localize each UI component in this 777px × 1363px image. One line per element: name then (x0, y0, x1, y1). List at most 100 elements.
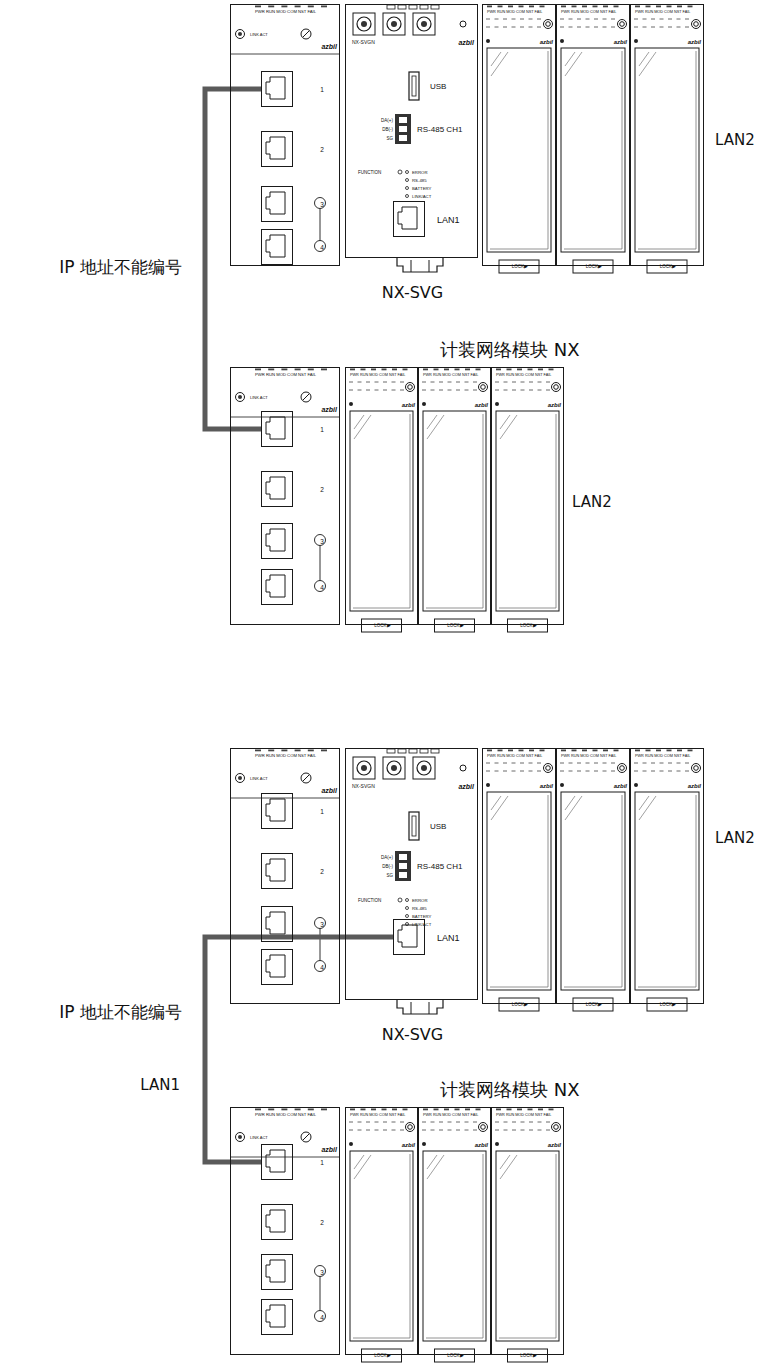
channel-mark (569, 27, 573, 28)
lock-tab (499, 260, 539, 273)
push-button (408, 1125, 413, 1130)
panel-text: LINK ACT (250, 1136, 268, 1140)
channel-mark (448, 1130, 452, 1131)
channel-mark (448, 382, 452, 383)
led-mark (392, 369, 397, 371)
panel-text: PWR RUN MOD COM NST FAIL (255, 1113, 316, 1117)
brand-logo: azbil (540, 39, 553, 45)
led-mark (487, 750, 492, 752)
cover-window (353, 414, 410, 608)
port-number: 3 (320, 539, 324, 546)
led-mark (517, 369, 522, 371)
port-ring (315, 1266, 326, 1277)
push-button (544, 20, 553, 29)
push-button (406, 1123, 415, 1132)
cover-window (564, 51, 622, 249)
channel-mark (495, 19, 499, 20)
channel-mark (546, 382, 550, 383)
led-mark (656, 6, 661, 8)
push-button (552, 383, 561, 392)
indicator (634, 39, 638, 43)
glare-line (500, 415, 517, 439)
cover-window (350, 1151, 413, 1341)
channel-mark (431, 382, 435, 383)
channel-mark (400, 1130, 404, 1131)
rotary-switch (303, 775, 309, 781)
channel-mark (577, 763, 581, 764)
indicator (560, 783, 564, 787)
channel-mark (594, 763, 598, 764)
channel-mark (456, 390, 460, 391)
lock-label: LOCK▶ (586, 1003, 602, 1008)
channel-mark (392, 1122, 396, 1123)
channel-mark (677, 27, 681, 28)
channel-mark (473, 382, 477, 383)
rotary-switch (361, 765, 367, 771)
glare-line (639, 796, 649, 810)
channel-mark (634, 19, 638, 20)
panel-text: LINK/ACT (412, 923, 431, 927)
usb-slot (412, 76, 416, 96)
network-module: PWR RUN MOD COM NST FAILLINK ACTazbil123… (230, 4, 340, 266)
glare-line (427, 1155, 444, 1179)
channel-mark (503, 771, 507, 772)
rotary-switch (303, 394, 309, 400)
channel-mark (439, 390, 443, 391)
channel-mark (634, 771, 638, 772)
cover-window (638, 795, 696, 987)
led-mark (677, 750, 682, 752)
glare-line (354, 415, 371, 439)
channel-mark (503, 27, 507, 28)
led-mark (572, 750, 577, 752)
channel-mark (529, 19, 533, 20)
rj45-jack (266, 192, 285, 214)
channel-mark (603, 763, 607, 764)
led-mark (268, 369, 274, 371)
brand-logo: azbil (614, 783, 627, 789)
led-mark (508, 750, 513, 752)
channel-mark (495, 763, 499, 764)
led-mark (382, 1109, 387, 1111)
lock-tab (435, 1349, 475, 1362)
channel-mark (495, 1130, 499, 1131)
panel-text: PWR RUN MOD COM NST FAIL (423, 1114, 478, 1118)
panel-text: DB(-) (382, 865, 393, 870)
rotary-switch (357, 761, 371, 775)
nx-svg-module: NX-SVGNazbilUSBDA(+)DB(-)SGRS-485 CH1FUN… (345, 748, 478, 1000)
led-mark (688, 6, 693, 8)
rotary-switch (387, 761, 401, 775)
rj45-port: 3 (261, 523, 293, 559)
led-mark (656, 750, 661, 752)
led-mark (382, 369, 387, 371)
rj45-jack (266, 477, 285, 499)
led-mark (321, 369, 327, 371)
channel-mark (586, 763, 590, 764)
terminal-screw (399, 872, 407, 878)
indicator (634, 783, 638, 787)
led-mark (255, 6, 261, 8)
channel-mark (383, 390, 387, 391)
led-mark (255, 750, 261, 752)
channel-mark (685, 771, 689, 772)
rj45-jack (266, 575, 285, 597)
indicator (460, 21, 466, 27)
status-led (406, 179, 409, 182)
led-mark (281, 750, 287, 752)
channel-mark (473, 390, 477, 391)
channel-mark (546, 1122, 550, 1123)
led-mark (549, 1109, 554, 1111)
led-mark (398, 5, 406, 9)
panel-text: PWR RUN MOD COM NST FAIL (635, 755, 690, 759)
rotary-switch (391, 765, 397, 771)
channel-mark (660, 27, 664, 28)
din-clip (397, 258, 443, 272)
channel-mark (651, 763, 655, 764)
channel-mark (677, 763, 681, 764)
led-mark (529, 750, 534, 752)
panel-text: FUNCTION (358, 899, 381, 904)
led-mark (387, 749, 395, 753)
port-ring (315, 535, 326, 546)
rj45-port: LAN1 (393, 919, 425, 955)
channel-mark (473, 1122, 477, 1123)
usb-slot (409, 72, 419, 100)
